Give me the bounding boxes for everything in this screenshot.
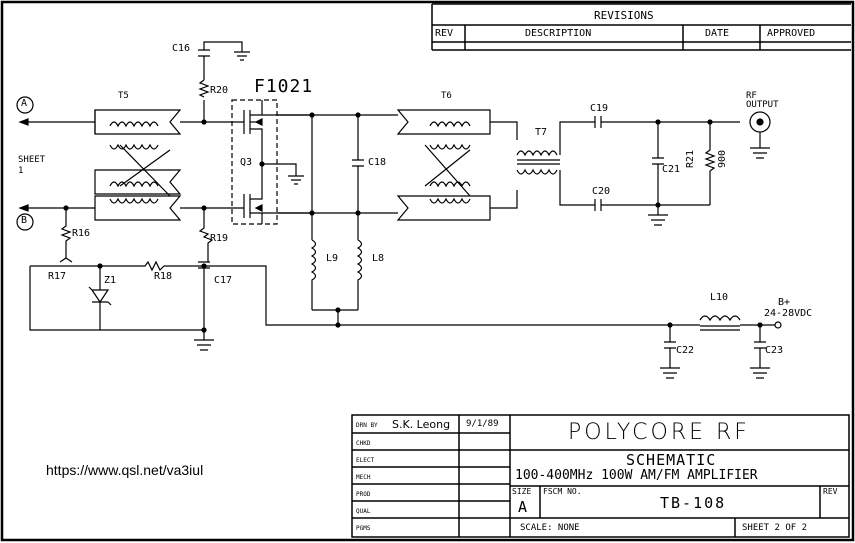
label-l8: L8	[372, 253, 385, 264]
watermark-url[interactable]: https://www.qsl.net/va3iul	[46, 462, 204, 478]
revisions-title: REVISIONS	[594, 9, 654, 22]
revisions-block	[431, 3, 851, 51]
input-ports	[16, 96, 95, 231]
title-block	[351, 414, 850, 538]
tb-qual: QUAL	[356, 508, 371, 515]
tb-fscm-label: FSCM NO.	[543, 487, 582, 496]
label-c23: C23	[765, 345, 784, 356]
transformer-t5	[94, 109, 232, 221]
label-t5: T5	[118, 91, 129, 101]
bias-r20-c16	[198, 41, 250, 125]
rf-output-line2: OUTPUT	[746, 100, 779, 110]
label-c22: C22	[676, 345, 695, 356]
revisions-col-approved: APPROVED	[767, 28, 816, 39]
label-l9: L9	[326, 253, 339, 264]
tb-size-label: SIZE	[512, 487, 532, 496]
label-c18: C18	[368, 157, 387, 168]
tb-prod: PROD	[356, 491, 371, 498]
tb-doc-type: SCHEMATIC	[626, 451, 717, 469]
label-t6: T6	[441, 91, 452, 101]
label-r18: R18	[154, 271, 173, 282]
tb-company: POLYCORE RF	[568, 420, 750, 445]
label-c17: C17	[214, 275, 233, 286]
label-q3: Q3	[240, 157, 253, 168]
label-r21-value: 900	[717, 149, 728, 168]
tb-mech: MECH	[356, 474, 371, 481]
tb-elect: ELECT	[356, 457, 375, 464]
label-r21: R21	[685, 149, 696, 168]
sheet-ref-line1: SHEET	[18, 155, 46, 165]
port-b-label: B	[21, 215, 28, 226]
drain-network	[277, 112, 398, 328]
label-t7: T7	[535, 127, 548, 138]
tb-drawn-by: S.K. Leong	[392, 418, 451, 431]
supply-line1: B+	[778, 297, 791, 308]
label-r16: R16	[72, 228, 91, 239]
revisions-col-date: DATE	[705, 28, 730, 39]
label-l10: L10	[710, 292, 729, 303]
transformer-t7	[516, 121, 595, 206]
label-r19: R19	[210, 233, 229, 244]
supply-line2: 24-28VDC	[764, 308, 813, 319]
label-c20: C20	[592, 186, 611, 197]
supply-network	[660, 315, 782, 379]
revisions-col-description: DESCRIPTION	[525, 28, 592, 39]
tb-sheet: SHEET 2 OF 2	[742, 523, 808, 533]
label-z1: Z1	[104, 275, 117, 286]
tb-drn-by-label: DRN BY	[356, 422, 378, 429]
tb-drawn-date: 9/1/89	[466, 419, 499, 429]
tb-drawing-number: TB-108	[660, 494, 727, 512]
label-r20: R20	[210, 85, 229, 96]
tb-pgms: PGMS	[356, 525, 371, 532]
tb-chkd: CHKD	[356, 440, 371, 447]
tb-scale: SCALE: NONE	[520, 523, 580, 533]
output-network	[594, 111, 771, 226]
device-label: F1021	[254, 76, 314, 97]
label-c16: C16	[172, 43, 191, 54]
transformer-t6	[396, 109, 518, 221]
label-c21: C21	[662, 164, 681, 175]
label-r17: R17	[48, 271, 67, 282]
port-a-label: A	[21, 98, 28, 109]
rf-output-line1: RF	[746, 91, 757, 101]
revisions-col-rev: REV	[435, 28, 454, 39]
tb-description: 100-400MHz 100W AM/FM AMPLIFIER	[515, 468, 758, 483]
label-c19: C19	[590, 103, 609, 114]
tb-size: A	[518, 498, 528, 516]
bias-network-lower	[29, 205, 700, 351]
sheet-ref-line2: 1	[18, 166, 24, 176]
tb-rev-label: REV	[823, 487, 838, 496]
